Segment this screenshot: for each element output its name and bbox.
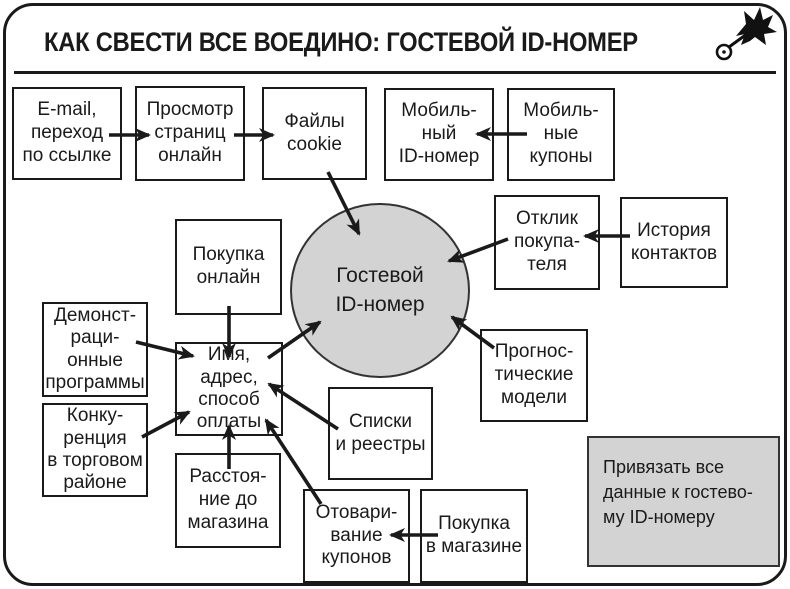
pushpin-icon [715, 7, 777, 61]
node-mobile-coupons: Мобиль- ные купоны [507, 88, 615, 181]
title-separator [14, 71, 776, 74]
node-lists-registers: Списки и реестры [328, 387, 433, 480]
note-link-all-data: Привязать все данные к гостево- му ID-но… [587, 436, 780, 567]
pushpin-head [736, 7, 777, 45]
node-email-link: E-mail, переход по ссылке [12, 87, 122, 180]
node-predictive-models: Прогнос- тические модели [480, 329, 588, 422]
node-cookies: Файлы cookie [262, 87, 367, 180]
node-coupon-redemption: Отовари- вание купонов [303, 489, 410, 583]
node-demo-programs: Демонст- раци- онные программы [42, 302, 148, 397]
figure-title: КАК СВЕСТИ ВСЕ ВОЕДИНО: ГОСТЕВОЙ ID-НОМЕ… [44, 27, 638, 57]
node-customer-response: Отклик покупа- теля [494, 195, 600, 290]
central-circle-guest-id: Гостевой ID-номер [290, 203, 470, 378]
node-store-distance: Расстоя- ние до магазина [175, 453, 281, 548]
node-mobile-id: Мобиль- ный ID-номер [384, 88, 494, 181]
node-contact-history: История контактов [620, 197, 728, 288]
node-page-views: Просмотр страниц онлайн [135, 86, 245, 181]
node-online-purchase: Покупка онлайн [175, 219, 282, 315]
node-competition: Конку- ренция в торговом районе [42, 403, 148, 497]
node-name-address-payment: Имя, адрес, способ оплаты [175, 342, 283, 436]
pushpin-point-dot [722, 50, 726, 54]
pushpin-needle [728, 29, 752, 49]
node-store-purchase: Покупка в магазине [420, 489, 528, 583]
